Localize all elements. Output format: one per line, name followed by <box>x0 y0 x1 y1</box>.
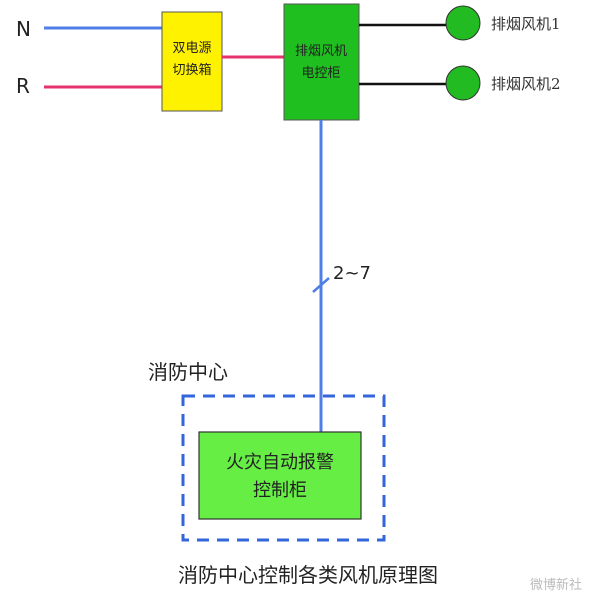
fan1-label: 排烟风机1 <box>491 15 561 33</box>
cabinet-label-line1: 排烟风机 <box>295 44 347 59</box>
fan2-symbol <box>445 65 481 101</box>
watermark: 微博新社 <box>530 577 582 593</box>
alarm-panel-label-line1: 火灾自动报警 <box>226 452 334 473</box>
switch-box-label-line2: 切换箱 <box>172 62 211 78</box>
cable-count-label: 2~7 <box>333 263 371 284</box>
r-label: R <box>16 74 30 98</box>
fire-center-boundary <box>181 394 386 542</box>
fire-center-label: 消防中心 <box>148 360 228 384</box>
diagram-caption: 消防中心控制各类风机原理图 <box>178 563 438 587</box>
fan2-label: 排烟风机2 <box>491 75 561 93</box>
n-label: N <box>16 17 31 41</box>
fan1-symbol <box>445 5 481 41</box>
switch-box-label-line1: 双电源 <box>172 41 211 56</box>
fan-control-cabinet <box>283 3 360 121</box>
alarm-panel-label-line2: 控制柜 <box>253 480 307 501</box>
fire-alarm-control-panel <box>198 431 362 520</box>
cable-tick-mark <box>312 277 330 293</box>
cabinet-label-line2: 电控柜 <box>301 66 340 81</box>
dual-power-switch-box <box>161 11 223 112</box>
